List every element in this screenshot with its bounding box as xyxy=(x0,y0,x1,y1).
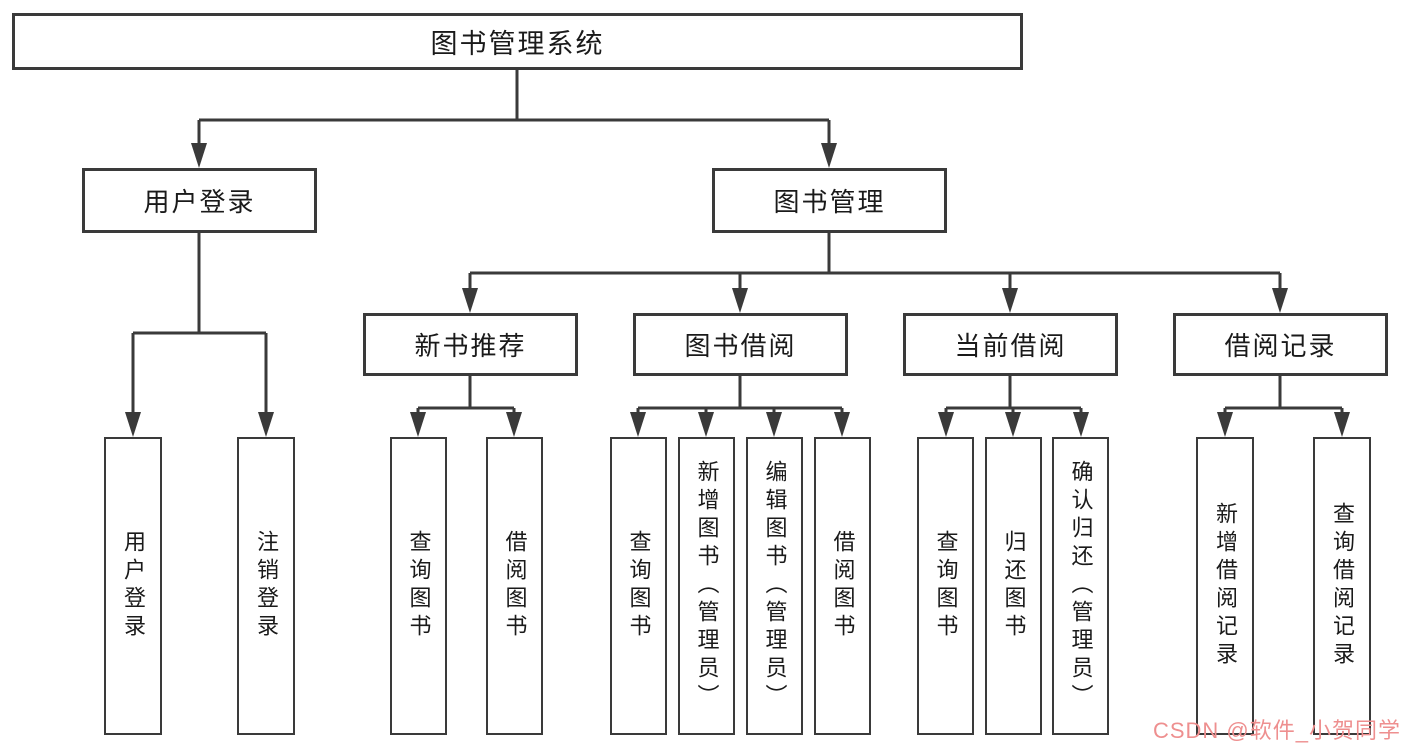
arrowhead-icon xyxy=(125,412,141,437)
leaf-borrow-books-newbook: 借阅图书 xyxy=(486,437,543,735)
leaf-label: 新增图书（管理员） xyxy=(694,460,720,712)
leaf-query-books-borrow: 查询图书 xyxy=(610,437,667,735)
arrowhead-icon xyxy=(938,412,954,437)
arrowhead-icon xyxy=(191,143,207,168)
leaf-label: 借阅图书 xyxy=(502,530,528,642)
arrowhead-icon xyxy=(506,412,522,437)
node-book-borrowing: 图书借阅 xyxy=(633,313,848,376)
leaf-logout: 注销登录 xyxy=(237,437,295,735)
node-label: 图书管理系统 xyxy=(430,29,605,59)
node-label: 当前借阅 xyxy=(954,331,1067,361)
arrowhead-icon xyxy=(1217,412,1233,437)
node-current-borrowing: 当前借阅 xyxy=(903,313,1118,376)
leaf-label: 查询图书 xyxy=(933,530,959,642)
arrowhead-icon xyxy=(698,412,714,437)
node-label: 借阅记录 xyxy=(1224,331,1337,361)
connector-newbook-to-leaves xyxy=(416,376,516,414)
leaf-label: 用户登录 xyxy=(121,530,146,642)
leaf-label: 确认归还（管理员） xyxy=(1068,460,1094,712)
leaf-label: 借阅图书 xyxy=(830,530,856,642)
node-label: 新书推荐 xyxy=(414,331,527,361)
leaf-label: 查询图书 xyxy=(626,530,652,642)
arrowhead-icon xyxy=(821,143,837,168)
arrowhead-icon xyxy=(1272,288,1288,313)
node-label: 用户登录 xyxy=(143,187,256,217)
connector-root-to-level2 xyxy=(197,70,831,145)
node-new-book-recommendation: 新书推荐 xyxy=(363,313,578,376)
connector-bookborrow-to-leaves xyxy=(636,376,844,414)
leaf-confirm-return-admin: 确认归还（管理员） xyxy=(1052,437,1109,735)
node-library-management-system: 图书管理系统 xyxy=(12,13,1023,70)
leaf-query-books-newbook: 查询图书 xyxy=(390,437,447,735)
leaf-label: 归还图书 xyxy=(1001,530,1027,642)
leaf-label: 新增借阅记录 xyxy=(1213,502,1238,670)
connector-bookmgmt-to-level3 xyxy=(468,233,1282,290)
connector-records-to-leaves xyxy=(1223,376,1344,414)
arrowhead-icon xyxy=(1334,412,1350,437)
arrowhead-icon xyxy=(1002,288,1018,313)
leaf-edit-books-admin: 编辑图书（管理员） xyxy=(746,437,803,735)
connector-userlogin-to-leaves xyxy=(131,233,268,414)
leaf-return-books: 归还图书 xyxy=(985,437,1042,735)
node-label: 图书管理 xyxy=(773,187,886,217)
leaf-query-books-current: 查询图书 xyxy=(917,437,974,735)
leaf-label: 查询图书 xyxy=(406,530,432,642)
leaf-label: 查询借阅记录 xyxy=(1330,502,1355,670)
arrowhead-icon xyxy=(462,288,478,313)
arrowhead-icon xyxy=(732,288,748,313)
leaf-add-borrow-record: 新增借阅记录 xyxy=(1196,437,1254,735)
leaf-add-books-admin: 新增图书（管理员） xyxy=(678,437,735,735)
arrowhead-icon xyxy=(766,412,782,437)
leaf-label: 注销登录 xyxy=(254,530,279,642)
node-book-management: 图书管理 xyxy=(712,168,947,233)
connector-currentborrow-to-leaves xyxy=(944,376,1083,414)
arrowhead-icon xyxy=(410,412,426,437)
arrowhead-icon xyxy=(1073,412,1089,437)
node-label: 图书借阅 xyxy=(684,331,797,361)
arrowhead-icon xyxy=(630,412,646,437)
leaf-query-borrow-record: 查询借阅记录 xyxy=(1313,437,1371,735)
csdn-watermark: CSDN @软件_小贺同学 xyxy=(1152,718,1401,743)
arrowhead-icon xyxy=(834,412,850,437)
leaf-user-login: 用户登录 xyxy=(104,437,162,735)
leaf-label: 编辑图书（管理员） xyxy=(762,460,788,712)
arrowhead-icon xyxy=(258,412,274,437)
leaf-borrow-books: 借阅图书 xyxy=(814,437,871,735)
node-user-login: 用户登录 xyxy=(82,168,317,233)
arrowhead-icon xyxy=(1005,412,1021,437)
node-borrowing-records: 借阅记录 xyxy=(1173,313,1388,376)
